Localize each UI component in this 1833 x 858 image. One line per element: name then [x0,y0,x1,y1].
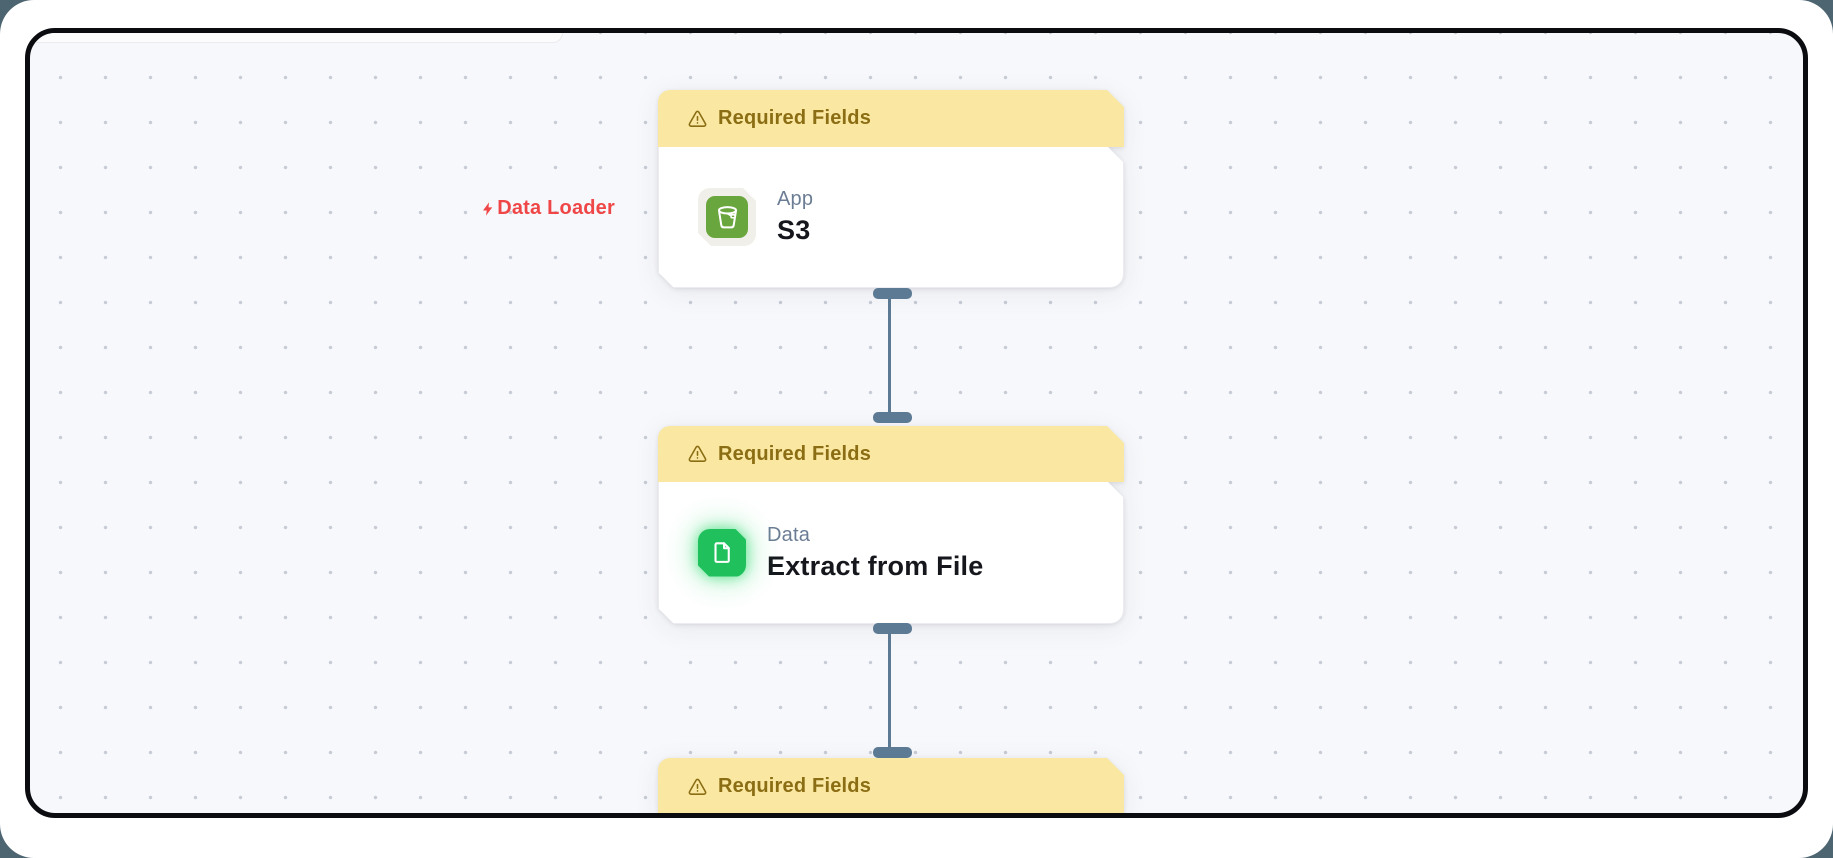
required-fields-banner: Required Fields [658,426,1124,482]
node-card-s3[interactable]: App S3 [658,147,1124,288]
document-icon [698,529,746,577]
edge-s3-to-extract[interactable] [888,293,891,418]
required-fields-banner: Required Fields [658,758,1124,815]
s3-bucket-icon [706,196,748,238]
node-category-label: Data [767,523,811,546]
flow-label-data-loader: Data Loader [415,197,615,220]
node-card-extract[interactable]: Data Extract from File [658,482,1124,624]
s3-icon-tile [698,188,756,246]
node-third-partial[interactable]: Required Fields [658,758,1124,815]
source-handle-extract[interactable] [873,623,912,634]
node-title: Extract from File [767,550,984,581]
required-fields-label: Required Fields [718,442,872,465]
node-s3[interactable]: Required Fields App S3 [658,90,1124,288]
workflow-canvas[interactable]: Data Loader Required Fields [25,28,1808,818]
target-handle-node3[interactable] [873,747,912,758]
required-fields-label: Required Fields [718,775,872,797]
edge-extract-to-next[interactable] [888,629,891,753]
node-extract-from-file[interactable]: Required Fields Data Extract from File [658,426,1124,624]
node-title: S3 [777,215,811,245]
target-handle-extract[interactable] [873,412,912,423]
document-icon-glow [698,529,746,577]
lightning-bolt-icon [480,200,496,218]
required-fields-label: Required Fields [718,107,872,129]
warning-triangle-icon [687,109,708,129]
source-handle-s3[interactable] [873,288,912,299]
required-fields-banner: Required Fields [658,90,1124,147]
flow-label-text: Data Loader [497,197,615,219]
node-category-label: App [777,188,814,210]
warning-triangle-icon [687,777,708,797]
warning-triangle-icon [687,444,708,464]
toolbar-panel-edge [30,33,563,43]
